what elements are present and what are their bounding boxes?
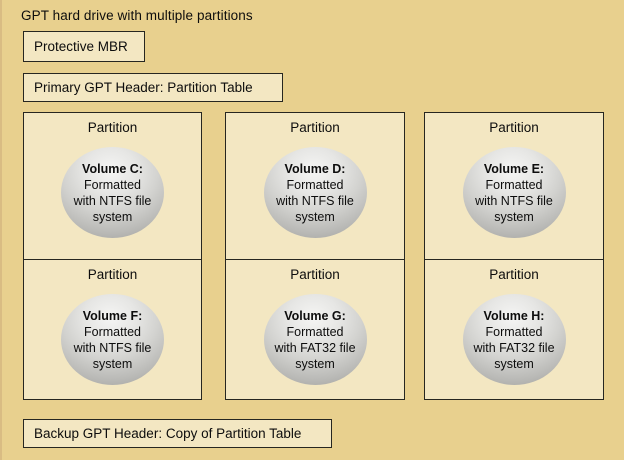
partition-cell-h: Partition Volume H: Formatted with FAT32… bbox=[425, 259, 603, 399]
volume-desc-line: system bbox=[494, 356, 534, 371]
volume-desc-line: system bbox=[92, 356, 133, 371]
volume-h-sphere: Volume H: Formatted with FAT32 file syst… bbox=[462, 294, 566, 385]
partition-cell-g: Partition Volume G: Formatted with FAT32… bbox=[226, 259, 404, 399]
partition-cell-d: Partition Volume D: Formatted with NTFS … bbox=[226, 113, 404, 259]
volume-d-sphere: Volume D: Formatted with NTFS file syste… bbox=[263, 147, 367, 238]
volume-desc-line: Formatted bbox=[485, 177, 543, 192]
volume-name: Volume G: bbox=[284, 308, 346, 323]
diagram-title: GPT hard drive with multiple partitions bbox=[21, 8, 253, 23]
partition-label: Partition bbox=[290, 120, 340, 135]
volume-desc-line: with NTFS file bbox=[475, 193, 553, 208]
volume-desc-line: with FAT32 file bbox=[473, 340, 555, 355]
partition-cell-f: Partition Volume F: Formatted with NTFS … bbox=[24, 259, 201, 399]
volume-desc-line: Formatted bbox=[485, 324, 543, 339]
volume-desc-line: with NTFS file bbox=[73, 340, 152, 355]
volume-desc-line: system bbox=[494, 209, 534, 224]
partition-column-1: Partition Volume C: Formatted with NTFS … bbox=[23, 112, 202, 400]
volume-name: Volume D: bbox=[284, 161, 346, 176]
partition-label: Partition bbox=[489, 267, 539, 282]
volume-e-sphere: Volume E: Formatted with NTFS file syste… bbox=[462, 147, 566, 238]
partition-label: Partition bbox=[87, 267, 138, 282]
primary-gpt-header-label: Primary GPT Header: Partition Table bbox=[34, 80, 253, 95]
partition-label: Partition bbox=[87, 120, 138, 135]
partition-cell-e: Partition Volume E: Formatted with NTFS … bbox=[425, 113, 603, 259]
volume-name: Volume H: bbox=[483, 308, 545, 323]
volume-desc-line: system bbox=[295, 209, 335, 224]
volume-desc-line: Formatted bbox=[84, 177, 141, 192]
volume-desc-line: system bbox=[92, 209, 133, 224]
volume-desc-line: with NTFS file bbox=[73, 193, 152, 208]
volume-desc-line: with FAT32 file bbox=[274, 340, 356, 355]
primary-gpt-header-box: Primary GPT Header: Partition Table bbox=[23, 73, 283, 102]
protective-mbr-label: Protective MBR bbox=[34, 39, 128, 54]
backup-gpt-header-box: Backup GPT Header: Copy of Partition Tab… bbox=[23, 419, 332, 448]
partition-label: Partition bbox=[489, 120, 539, 135]
protective-mbr-box: Protective MBR bbox=[23, 31, 145, 62]
volume-f-sphere: Volume F: Formatted with NTFS file syste… bbox=[61, 294, 164, 385]
volume-desc-line: Formatted bbox=[286, 324, 344, 339]
partition-label: Partition bbox=[290, 267, 340, 282]
partition-cell-c: Partition Volume C: Formatted with NTFS … bbox=[24, 113, 201, 259]
volume-name: Volume E: bbox=[483, 161, 545, 176]
volume-name: Volume F: bbox=[82, 308, 143, 323]
volume-g-sphere: Volume G: Formatted with FAT32 file syst… bbox=[263, 294, 367, 385]
volume-desc-line: with NTFS file bbox=[276, 193, 354, 208]
volume-name: Volume C: bbox=[82, 161, 143, 176]
partition-column-2: Partition Volume D: Formatted with NTFS … bbox=[225, 112, 405, 400]
volume-desc-line: Formatted bbox=[84, 324, 141, 339]
volume-desc-line: Formatted bbox=[286, 177, 344, 192]
volume-desc-line: system bbox=[295, 356, 335, 371]
volume-c-sphere: Volume C: Formatted with NTFS file syste… bbox=[61, 147, 164, 238]
backup-gpt-header-label: Backup GPT Header: Copy of Partition Tab… bbox=[34, 426, 302, 441]
partition-column-3: Partition Volume E: Formatted with NTFS … bbox=[424, 112, 604, 400]
